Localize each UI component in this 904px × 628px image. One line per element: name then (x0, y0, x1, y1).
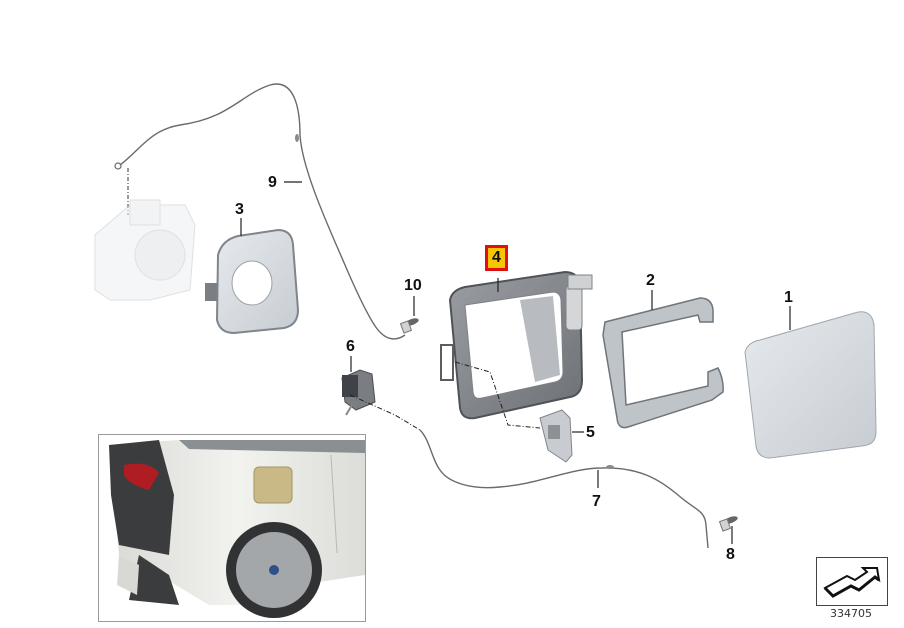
diagram-reference-number: 334705 (830, 607, 872, 620)
callout-9[interactable]: 9 (268, 174, 277, 191)
callout-6[interactable]: 6 (346, 338, 355, 355)
callout-7[interactable]: 7 (592, 493, 601, 510)
vehicle-location-inset (98, 434, 366, 622)
part-10-rivet (399, 318, 419, 334)
part-6-actuator (341, 369, 376, 416)
vehicle-rear-quarter-illustration (99, 435, 365, 621)
part-5-bracket (539, 409, 573, 463)
callout-5[interactable]: 5 (586, 424, 595, 441)
release-cable-9 (119, 83, 406, 340)
part-1-charging-flap (744, 311, 877, 459)
next-page-button[interactable] (816, 557, 888, 606)
part-4-flap-housing (440, 270, 593, 420)
callout-3[interactable]: 3 (235, 201, 244, 218)
callout-1[interactable]: 1 (784, 289, 793, 306)
part-8-rivet (718, 516, 738, 532)
next-page-arrow-icon (823, 567, 881, 598)
callout-4-highlighted[interactable]: 4 (485, 245, 508, 271)
callout-2[interactable]: 2 (646, 272, 655, 289)
part-2-frame-seal (602, 297, 724, 429)
socket-housing-ghost (94, 199, 196, 301)
release-cable-7 (419, 429, 709, 549)
part-3-cover-plate (205, 228, 300, 335)
callout-8[interactable]: 8 (726, 546, 735, 563)
callout-10[interactable]: 10 (404, 277, 422, 294)
